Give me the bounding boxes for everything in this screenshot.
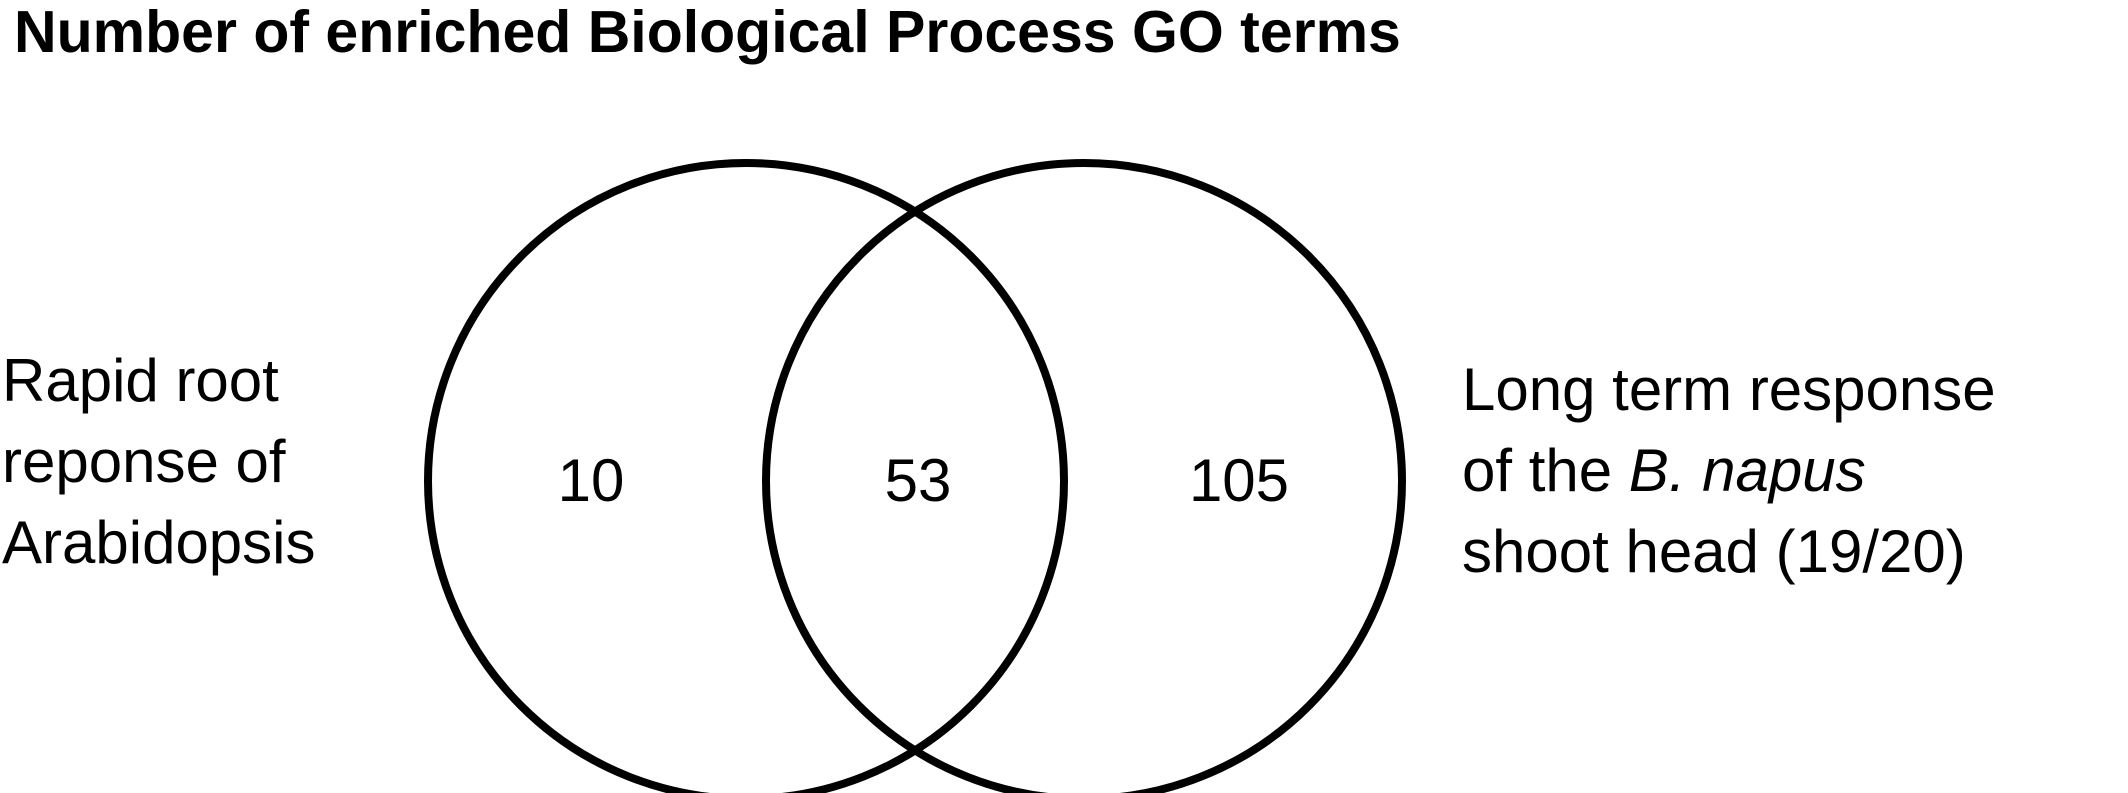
diagram-title: Number of enriched Biological Process GO…	[14, 0, 1401, 65]
left-set-circle	[424, 159, 1068, 793]
left-only-count: 10	[557, 447, 625, 514]
right-set-circle	[762, 159, 1406, 793]
left-set-label-line: reponse of	[2, 428, 286, 495]
left-set-label-line: Rapid root	[2, 347, 279, 414]
right-set-label-line: shoot head (19/20)	[1462, 518, 1966, 585]
species-name: B. napus	[1628, 437, 1866, 504]
right-set-label-prefix: of the	[1462, 437, 1629, 504]
right-set-label-line: Long term response	[1462, 356, 1996, 423]
right-only-count: 105	[1188, 447, 1290, 514]
right-set-label: Long term response of the B. napus shoot…	[1462, 349, 1996, 592]
intersection-count: 53	[884, 447, 952, 514]
left-set-label-line: Arabidopsis	[2, 509, 316, 576]
right-set-label-line: of the B. napus	[1462, 430, 1996, 511]
left-set-label: Rapid root reponse of Arabidopsis	[2, 340, 316, 583]
